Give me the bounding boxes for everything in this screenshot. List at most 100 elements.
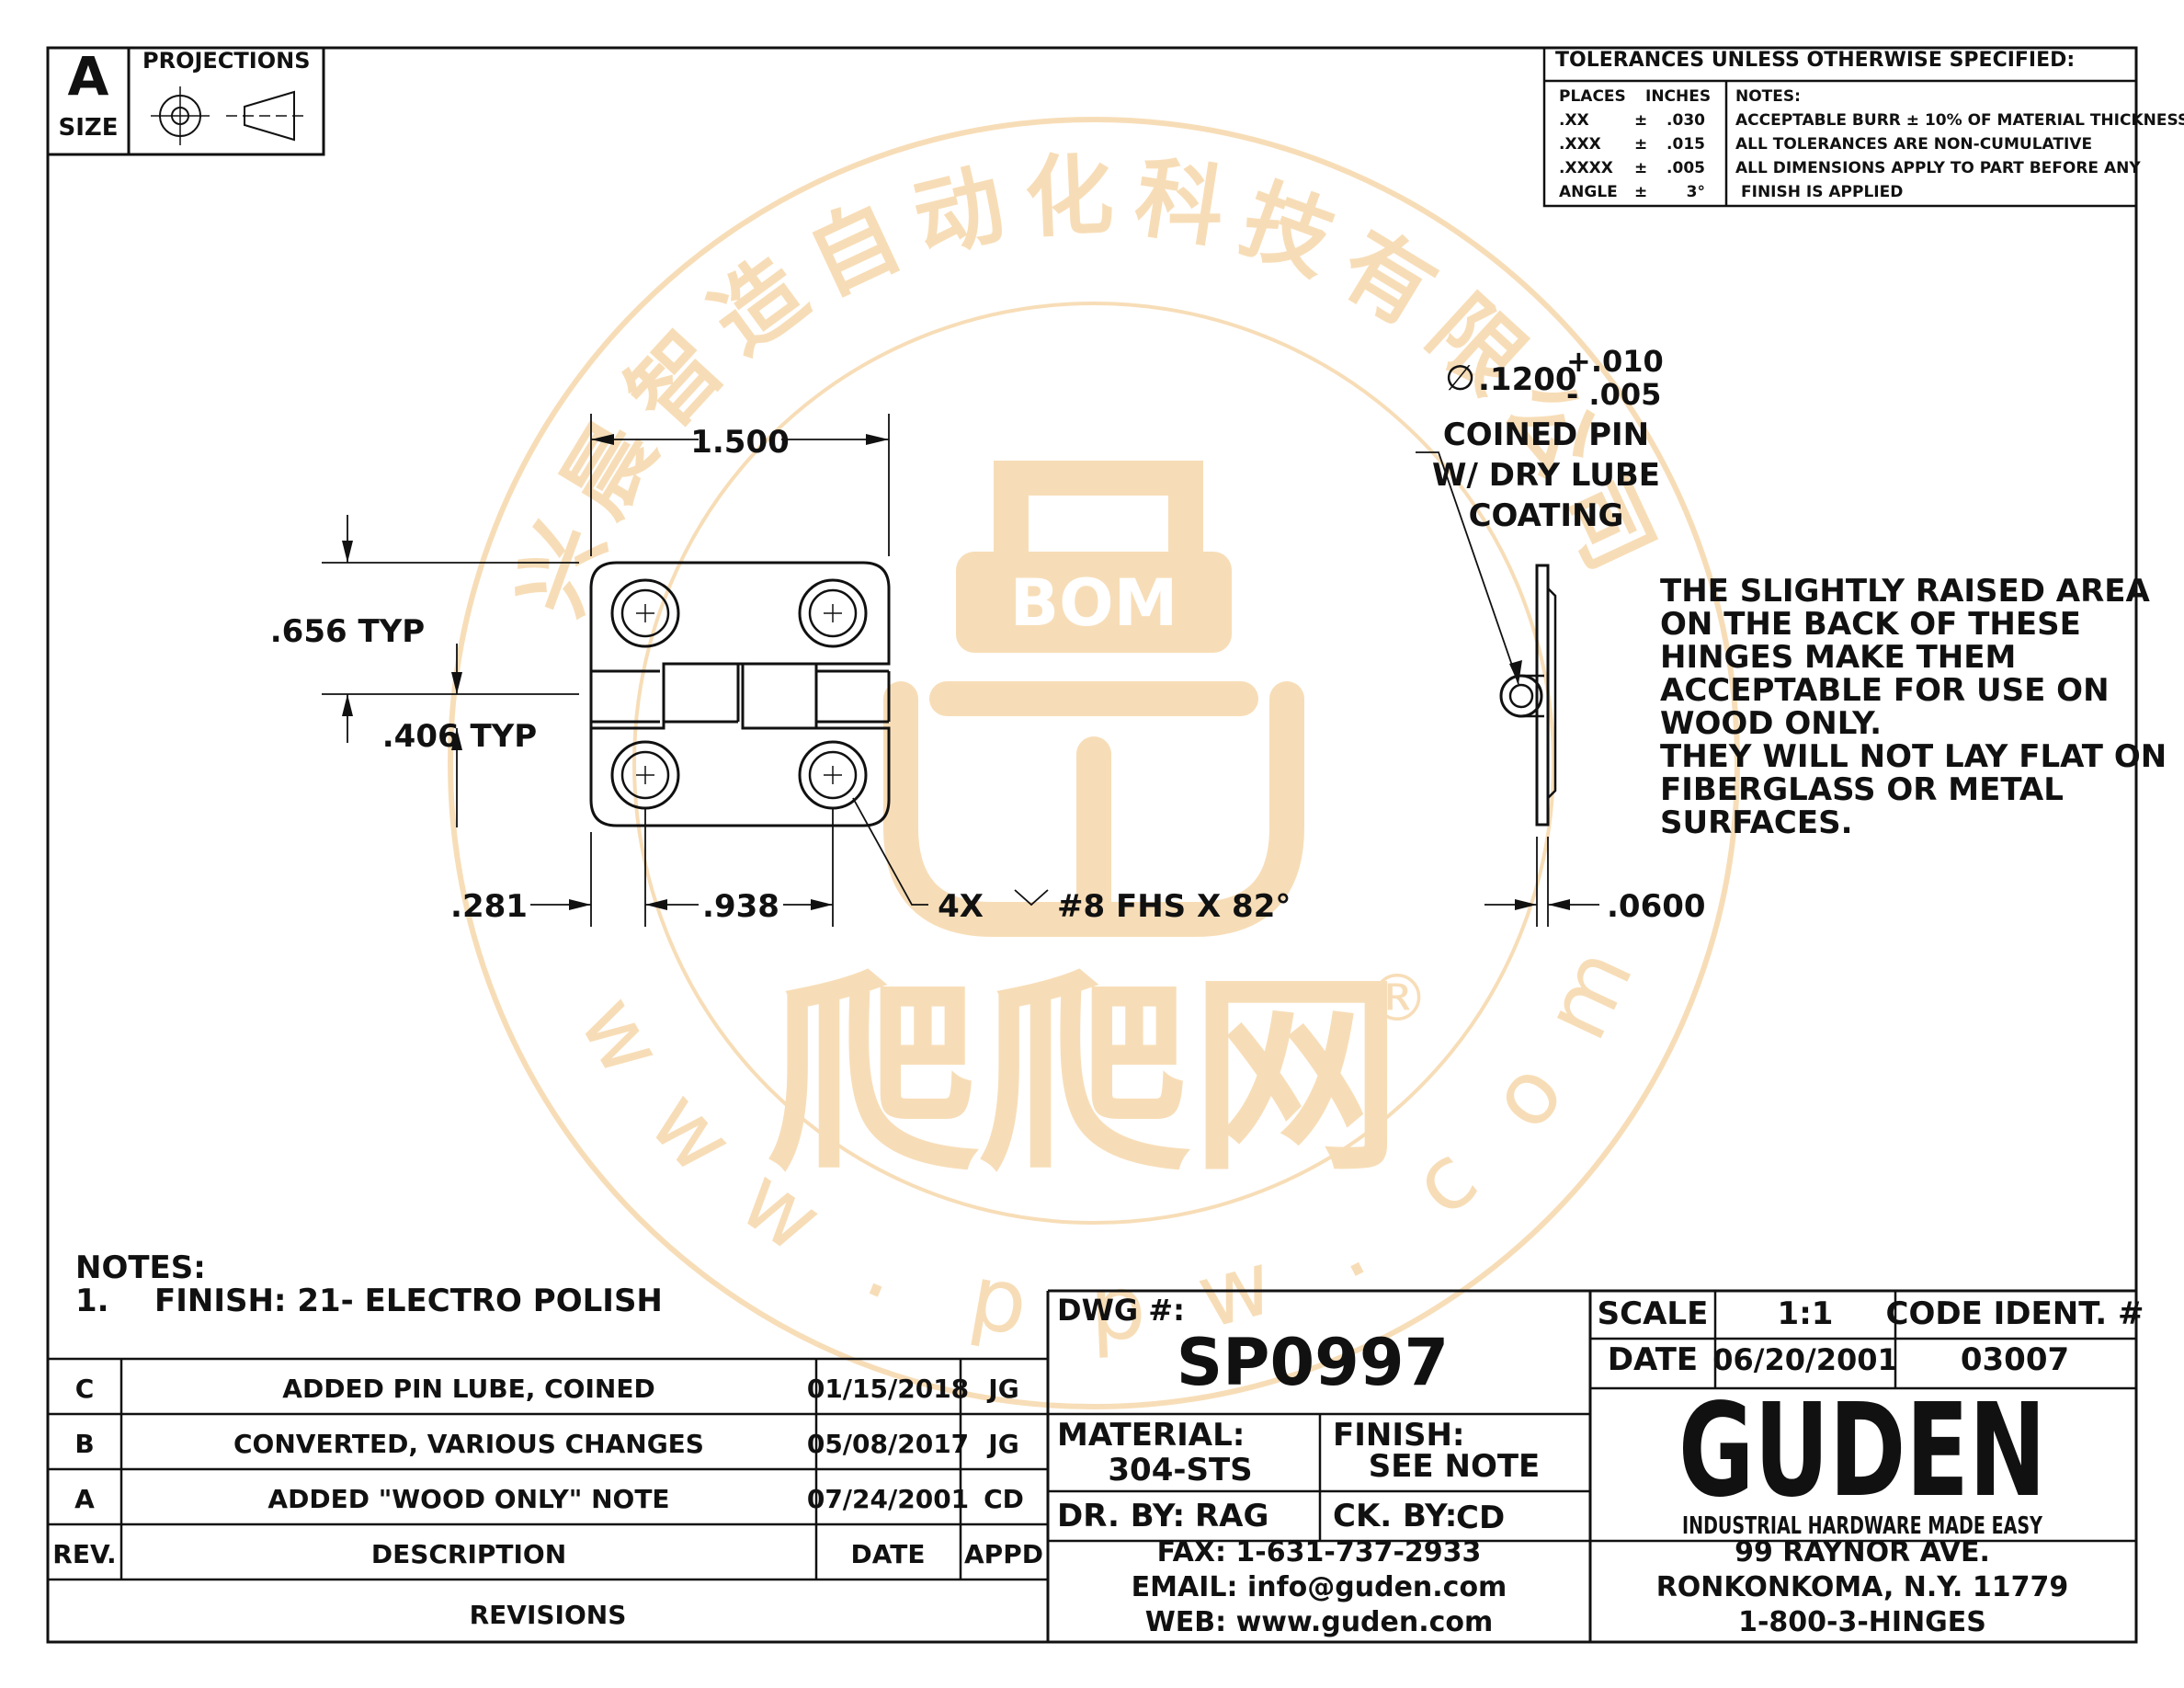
material-value: 304-STS	[1108, 1452, 1252, 1488]
code-ident-value: 03007	[1961, 1341, 2069, 1378]
date-label: DATE	[1608, 1341, 1698, 1378]
pin-diameter-symbol: ∅	[1445, 358, 1475, 398]
revision-header-appd: APPD	[964, 1539, 1043, 1569]
countersunk-hole	[610, 578, 680, 648]
dim-leaf-height: .656 TYP	[270, 613, 425, 650]
revision-header-rev: REV.	[52, 1539, 116, 1569]
dim-knuckle: .406 TYP	[382, 718, 537, 755]
checked-by-label: CK. BY:	[1333, 1498, 1457, 1534]
pin-callout-line: W/ DRY LUBE	[1432, 457, 1660, 494]
tolerance-note: ALL DIMENSIONS APPLY TO PART BEFORE ANY	[1735, 159, 2141, 177]
drawn-by-value: RAG	[1195, 1498, 1268, 1534]
dimension-lines	[322, 414, 1049, 927]
tolerance-block: TOLERANCES UNLESS OTHERWISE SPECIFIED: P…	[1542, 48, 2184, 208]
hinge-top-leaf	[589, 561, 891, 730]
watermark-arc-char: 兴	[498, 510, 625, 629]
revision-rev: A	[74, 1484, 95, 1514]
tolerance-row-pm: ±	[1634, 183, 1647, 201]
title-block	[1046, 1289, 2136, 1642]
revision-header-description: DESCRIPTION	[371, 1539, 566, 1569]
material-label: MATERIAL:	[1057, 1417, 1245, 1454]
hinge-bottom-leaf	[589, 664, 891, 827]
dim-width: 1.500	[690, 424, 790, 461]
side-note-line: THEY WILL NOT LAY FLAT ON	[1660, 738, 2167, 775]
email: EMAIL: info@guden.com	[1132, 1571, 1507, 1603]
size-label: SIZE	[58, 114, 118, 142]
tolerance-row-pm: ±	[1634, 111, 1647, 130]
tolerance-row-place: ANGLE	[1559, 183, 1618, 201]
sheet-border	[46, 46, 2138, 1644]
finish-label: FINISH:	[1333, 1417, 1465, 1454]
pin-tolerance-plus: +.010	[1566, 344, 1664, 379]
side-note-line: THE SLIGHTLY RAISED AREA	[1660, 573, 2151, 610]
countersunk-hole	[610, 740, 680, 810]
tolerance-row-place: .XX	[1559, 111, 1589, 130]
watermark-url-char: c	[1393, 1126, 1496, 1237]
size-letter: A	[68, 45, 109, 108]
watermark-arc-char: 技	[1229, 167, 1348, 294]
watermark-url-char: o	[1469, 1043, 1584, 1148]
tolerance-note: ALL TOLERANCES ARE NON-CUMULATIVE	[1735, 135, 2092, 154]
revisions-title: REVISIONS	[470, 1600, 627, 1630]
dwg-label: DWG #:	[1057, 1293, 1185, 1328]
company-logo: GUDEN	[1678, 1376, 2046, 1526]
side-note-line: FIBERGLASS OR METAL	[1660, 771, 2064, 808]
tolerance-row-place: .XXXX	[1559, 159, 1613, 177]
note-number: 1.	[75, 1283, 109, 1319]
revision-description: ADDED PIN LUBE, COINED	[282, 1374, 654, 1404]
tolerance-title: TOLERANCES UNLESS OTHERWISE SPECIFIED:	[1555, 49, 2075, 72]
phone: 1-800-3-HINGES	[1738, 1606, 1986, 1638]
watermark-arc-char: 动	[904, 152, 1014, 273]
third-angle-cone-icon	[226, 90, 305, 142]
dim-screw: #8 FHS X 82°	[1057, 888, 1291, 925]
dim-hole-spacing: .938	[702, 888, 779, 925]
hinge-side-view	[1416, 451, 1599, 927]
checked-by-value: CD	[1456, 1500, 1505, 1536]
watermark-badge-box	[956, 552, 1232, 653]
tolerance-note: FINISH IS APPLIED	[1741, 183, 1903, 201]
scale-label: SCALE	[1598, 1295, 1709, 1332]
countersunk-hole	[798, 578, 868, 648]
hinge-front-view	[589, 561, 891, 827]
watermark-url-char: m	[1523, 933, 1653, 1055]
countersunk-hole	[798, 740, 868, 810]
tolerance-row-pm: ±	[1634, 159, 1647, 177]
side-note-line: HINGES MAKE THEM	[1660, 639, 2016, 676]
code-ident-label: CODE IDENT. #	[1886, 1295, 2144, 1332]
tolerance-head-places: PLACES	[1559, 87, 1626, 106]
revision-description: ADDED "WOOD ONLY" NOTE	[267, 1484, 669, 1514]
side-note-line: SURFACES.	[1660, 804, 1853, 841]
pin-diameter: .1200	[1478, 361, 1577, 398]
side-note-line: WOOD ONLY.	[1660, 705, 1882, 742]
pin-callout-line: COINED PIN	[1443, 416, 1649, 453]
date-value: 06/20/2001	[1712, 1342, 1898, 1377]
watermark-arc-char: 自	[792, 184, 916, 314]
size-box: A SIZE PROJECTIONS	[48, 45, 325, 156]
watermark-arc-char: 科	[1129, 145, 1232, 260]
revision-date: 07/24/2001	[807, 1484, 969, 1514]
watermark-badge: BOM	[1010, 565, 1178, 641]
revision-header-date: DATE	[851, 1539, 926, 1569]
tolerance-head-notes: NOTES:	[1735, 87, 1801, 106]
revision-date: 01/15/2018	[807, 1374, 969, 1404]
side-note-line: ON THE BACK OF THESE	[1660, 606, 2081, 643]
revision-appd: JG	[986, 1429, 1018, 1459]
watermark-url-char: .	[852, 1215, 917, 1320]
watermark-arc-char: 有	[1324, 211, 1452, 346]
watermark-url-char: w	[559, 979, 684, 1093]
revisions-table	[48, 1357, 1048, 1581]
revision-appd: JG	[986, 1374, 1018, 1404]
watermark-url-char: p	[1087, 1256, 1148, 1362]
address-line-2: RONKONKOMA, N.Y. 11779	[1656, 1571, 2069, 1603]
tolerance-head-inches: INCHES	[1645, 87, 1711, 106]
pin-tolerance-minus: - .005	[1566, 377, 1661, 412]
side-note-line: ACCEPTABLE FOR USE ON	[1660, 672, 2110, 709]
watermark-url-char: p	[962, 1245, 1035, 1356]
note-text: FINISH: 21- ELECTRO POLISH	[154, 1283, 663, 1319]
tolerance-row-value: .015	[1666, 135, 1705, 154]
watermark-robot	[883, 461, 1304, 937]
dim-thickness: .0600	[1607, 888, 1706, 925]
dim-edge: .281	[450, 888, 528, 925]
